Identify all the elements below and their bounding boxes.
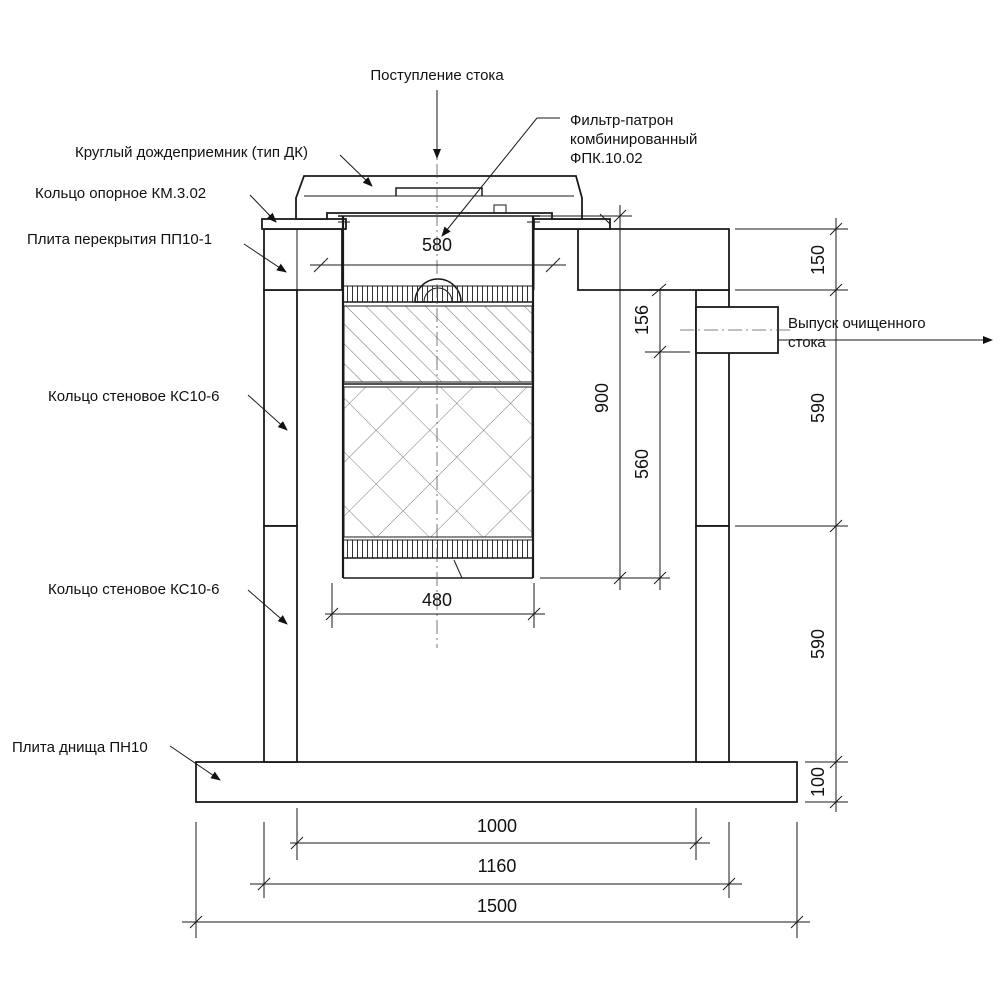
dim-590-lower: 590: [808, 629, 828, 659]
dim-100: 100: [808, 767, 828, 797]
dim-1160: 1160: [478, 856, 517, 876]
outlet-label-1: Выпуск очищенного: [788, 315, 926, 332]
dimension-lines: [182, 205, 848, 938]
dim-150: 150: [808, 245, 828, 275]
support-ring-label: Кольцо опорное КМ.3.02: [35, 185, 206, 202]
outlet-label-2: стока: [788, 334, 826, 351]
dim-590-upper: 590: [808, 393, 828, 423]
dim-580: 580: [422, 235, 452, 255]
wall-ring-left-lower: [263, 525, 298, 763]
sorbent-layer-upper: [343, 305, 533, 383]
filter-cartridge: [338, 140, 540, 648]
dim-1500: 1500: [477, 896, 517, 916]
filter-label-3: ФПК.10.02: [570, 150, 643, 167]
cover-slab-label: Плита перекрытия ПП10-1: [27, 231, 212, 248]
dim-480: 480: [422, 590, 452, 610]
wall-ring-left-upper: [263, 289, 298, 527]
dim-900: 900: [592, 383, 612, 413]
wall-ring-1-label: Кольцо стеновое КС10-6: [48, 388, 220, 405]
bottom-slab: [195, 761, 798, 803]
receiver-label: Круглый дождеприемник (тип ДК): [75, 144, 308, 161]
wall-ring-2-label: Кольцо стеновое КС10-6: [48, 581, 220, 598]
dim-560: 560: [632, 449, 652, 479]
cover-slab-left: [263, 228, 343, 291]
rain-receiver: [295, 175, 583, 220]
leader-lines: [169, 90, 993, 781]
cover-slab-right: [534, 228, 730, 291]
wall-ring-right-lower: [695, 525, 730, 763]
bottom-slab-label: Плита днища ПН10: [12, 739, 148, 756]
dim-156: 156: [632, 305, 652, 335]
filter-label-2: комбинированный: [570, 131, 697, 148]
filter-label-1: Фильтр-патрон: [570, 112, 673, 129]
dim-1000: 1000: [477, 816, 517, 836]
inflow-label: Поступление стока: [370, 67, 504, 84]
sorbent-layer-lower: [343, 386, 533, 538]
